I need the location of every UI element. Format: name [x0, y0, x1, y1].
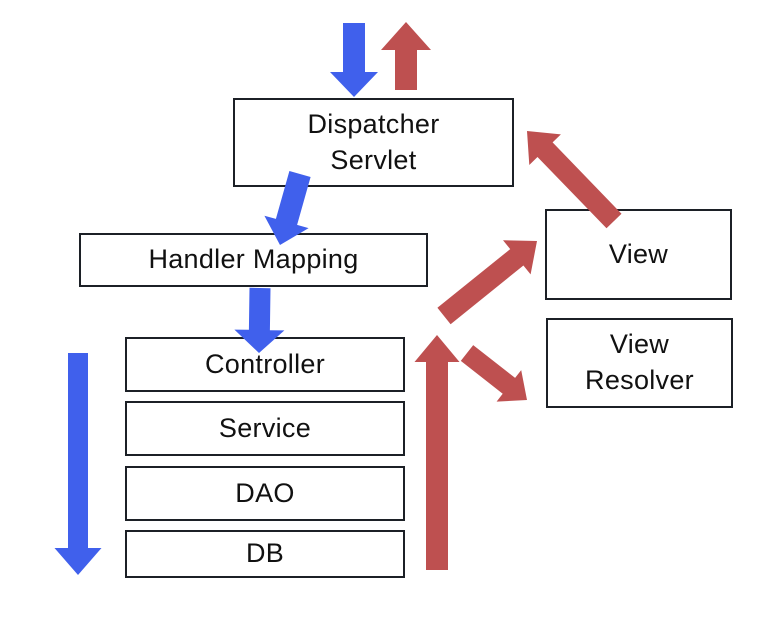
node-service: Service [125, 401, 405, 456]
node-dispatcher-servlet: Dispatcher Servlet [233, 98, 514, 187]
node-view: View [545, 209, 732, 300]
arrow-response-up-from-dispatcher [381, 22, 431, 90]
node-dao: DAO [125, 466, 405, 521]
arrow-to-view-resolver [460, 345, 527, 402]
node-view-resolver: View Resolver [546, 318, 733, 408]
arrow-request-down-into-dispatcher [330, 23, 378, 97]
arrow-up-from-db-to-controller [414, 335, 460, 570]
arrow-left-flow-down [54, 353, 102, 575]
arrow-to-view [437, 240, 537, 325]
node-handler-mapping: Handler Mapping [79, 233, 428, 287]
node-db: DB [125, 530, 405, 578]
node-controller: Controller [125, 337, 405, 392]
